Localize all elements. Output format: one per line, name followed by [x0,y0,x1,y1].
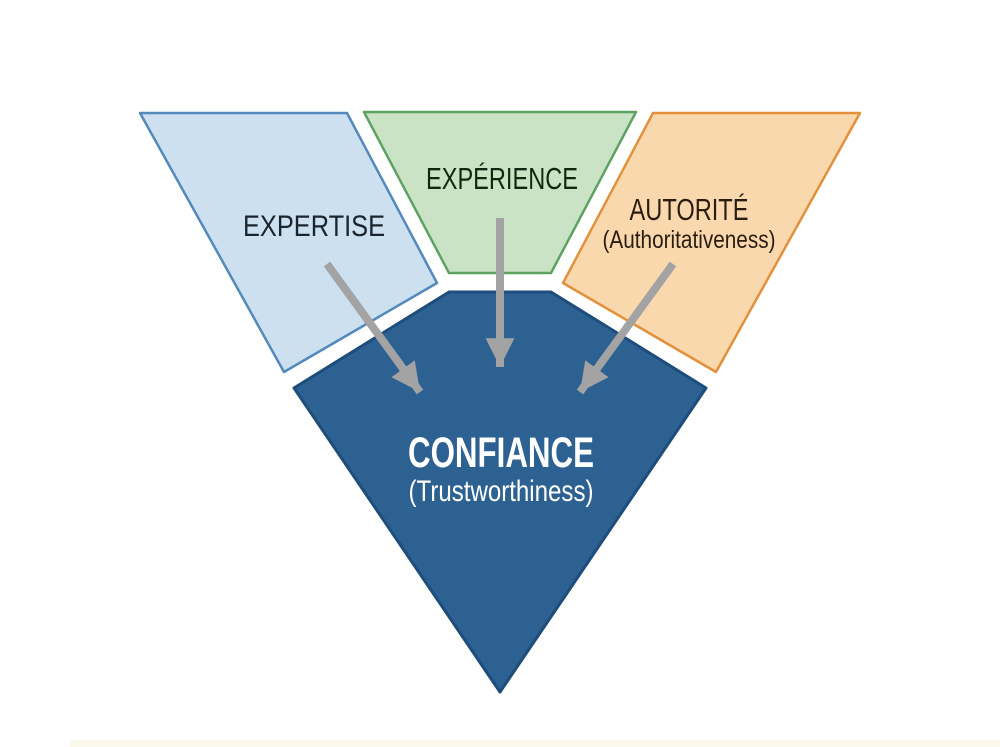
autorite-sublabel: (Authoritativeness) [603,226,776,254]
expertise-to-confiance-arrow [323,261,424,395]
autorite-to-confiance-arrow [576,261,677,395]
confiance-shape [292,290,708,694]
autorite-label: AUTORITÉ [630,192,749,227]
experience-label: EXPÉRIENCE [426,161,578,196]
arrows-group [323,218,677,395]
experience-shape [362,110,638,275]
confiance-sublabel: (Trustworthiness) [409,475,594,508]
confiance-label: CONFIANCE [408,429,594,477]
expertise-label: EXPERTISE [243,210,385,243]
bottom-edge-strip [70,740,1000,747]
